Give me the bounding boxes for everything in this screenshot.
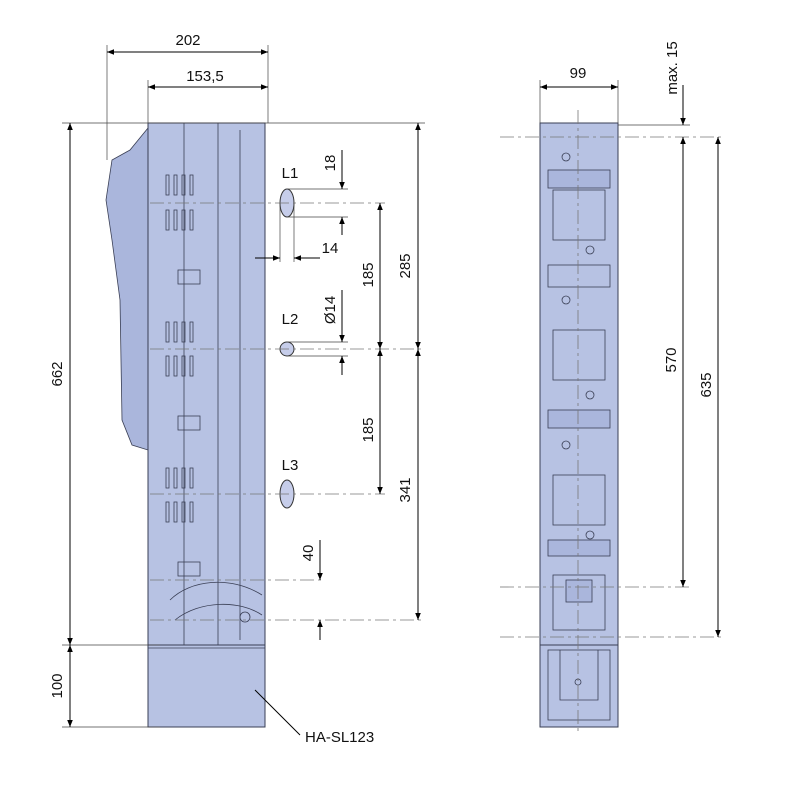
dim-153-5: 153,5 <box>186 68 224 85</box>
base-unit <box>147 644 266 728</box>
dim-185-upper: 185 <box>360 262 377 287</box>
front-view: 99 max. 15 570 635 <box>500 41 725 735</box>
side-view: 202 153,5 662 100 285 341 185 185 18 14 … <box>49 32 425 746</box>
dim-570: 570 <box>663 347 680 372</box>
dim-100: 100 <box>49 673 66 698</box>
label-l2: L2 <box>282 311 299 328</box>
dim-185-lower: 185 <box>360 417 377 442</box>
dim-14: 14 <box>322 240 339 257</box>
label-l3: L3 <box>282 457 299 474</box>
dim-635: 635 <box>698 372 715 397</box>
dim-202: 202 <box>175 32 200 49</box>
dim-max-15: max. 15 <box>664 41 681 94</box>
front-body <box>539 122 619 646</box>
dim-18: 18 <box>322 155 339 172</box>
dim-99: 99 <box>570 65 587 82</box>
dim-341: 341 <box>397 477 414 502</box>
dim-40: 40 <box>300 545 317 562</box>
switch-body <box>147 122 266 646</box>
front-handle-bulge <box>105 126 149 451</box>
dim-285: 285 <box>397 253 414 278</box>
base-leader-line <box>254 689 301 736</box>
vent-slots <box>165 174 194 523</box>
dim-diameter-14: Ø14 <box>322 296 339 324</box>
mount-screws <box>561 152 595 540</box>
label-l1: L1 <box>282 165 299 182</box>
dim-662: 662 <box>49 361 66 386</box>
front-base <box>539 644 619 728</box>
base-model-label: HA-SL123 <box>305 729 374 746</box>
